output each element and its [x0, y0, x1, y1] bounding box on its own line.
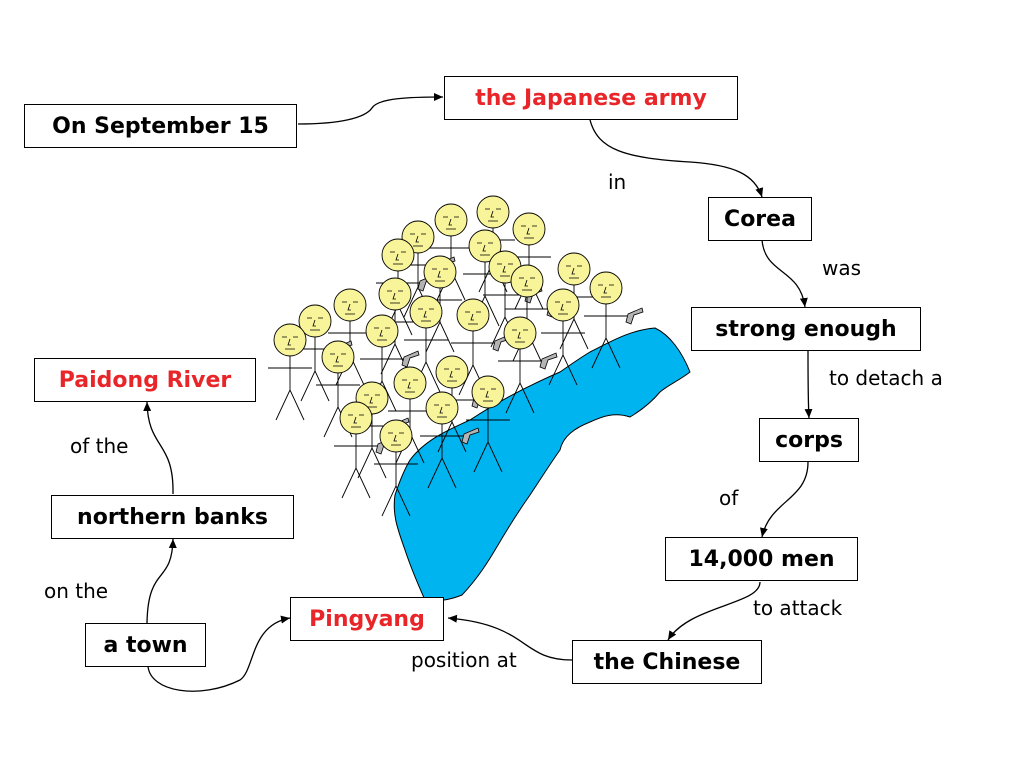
link-label-on-the: on the	[44, 579, 109, 603]
arrow-strong-to-corps	[804, 349, 813, 419]
arrow-chinese-to-pingyang	[447, 614, 573, 661]
soldier-figure	[388, 366, 432, 464]
link-label-of-the: of the	[70, 434, 129, 458]
node-corps: corps	[759, 418, 859, 462]
link-label-to-detach-a: to detach a	[829, 366, 943, 390]
soldier-crowd	[268, 195, 644, 517]
link-label-of: of	[719, 486, 739, 510]
soldier-figure	[334, 401, 394, 499]
node-on-september-15: On September 15	[24, 104, 297, 148]
arrow-town-to-pingyang	[147, 615, 291, 692]
node-14000-men: 14,000 men	[665, 537, 858, 581]
link-label-to-attack: to attack	[753, 596, 843, 620]
node-paidong-river: Paidong River	[34, 358, 256, 402]
arrow-army-to-corea	[589, 119, 764, 198]
soldier-figure	[420, 391, 480, 489]
arrow-northern-to-river	[143, 401, 174, 495]
soldier-figure	[316, 340, 360, 438]
node-corea: Corea	[708, 197, 812, 241]
soldier-figure	[328, 288, 372, 386]
river-shape	[393, 327, 691, 602]
node-strong-enough: strong enough	[691, 307, 921, 351]
soldier-figure	[466, 375, 510, 473]
arrow-sept15-to-army	[297, 93, 444, 125]
soldiers-crossing-river-illustration	[268, 195, 691, 602]
soldier-figure	[498, 316, 558, 414]
arrow-corea-to-strong	[761, 239, 808, 308]
node-northern-banks: northern banks	[51, 495, 294, 539]
link-label-was: was	[822, 256, 862, 280]
soldier-figure	[268, 323, 312, 421]
node-the-japanese-army: the Japanese army	[444, 76, 738, 120]
arrow-men-to-chinese	[667, 581, 761, 641]
node-pingyang: Pingyang	[290, 597, 444, 641]
link-label-in: in	[608, 170, 627, 194]
arrow-town-to-northern	[146, 538, 177, 624]
node-a-town: a town	[85, 623, 206, 667]
node-the-chinese: the Chinese	[572, 640, 762, 684]
link-label-position-at: position at	[411, 648, 517, 672]
arrow-corps-to-men	[760, 461, 809, 538]
soldier-figure	[374, 419, 418, 517]
soldier-figure	[541, 288, 585, 386]
soldier-figure	[360, 314, 420, 412]
soldier-figure	[584, 271, 644, 369]
